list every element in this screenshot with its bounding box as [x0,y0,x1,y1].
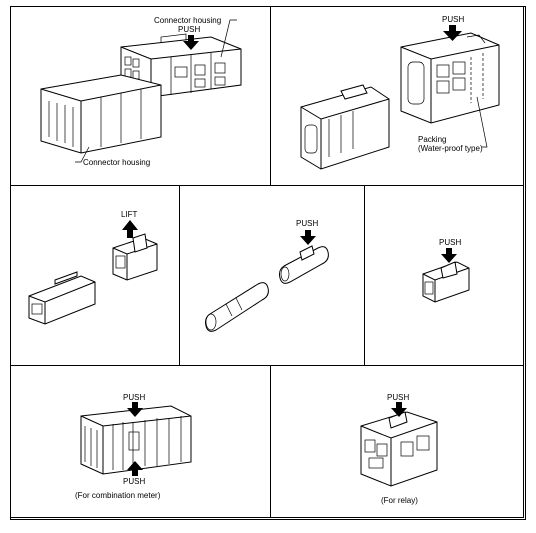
label-water-proof-type: (Water-proof type) [418,144,483,153]
small-connector-housing [422,261,470,303]
combination-meter-connector-drawing [80,402,192,476]
panel-connector-housing: Connector housing PUSH Connector housing [10,6,271,186]
lift-connector-drawing [28,220,158,325]
panel-water-proof-connector: PUSH Packing (Water-proof type) [270,6,524,186]
label-push: PUSH [178,25,201,34]
panel-relay-connector: PUSH (For relay) [270,365,524,518]
label-push: PUSH [387,393,410,402]
lift-arrow [122,220,138,238]
label-push-top: PUSH [123,393,146,402]
label-push: PUSH [439,238,462,247]
relay-connector [360,411,438,487]
label-packing: Packing [418,135,447,144]
label-lift: LIFT [121,210,138,219]
leader-line-packing [476,96,488,148]
round-connector-left [205,282,269,332]
label-push: PUSH [296,219,319,228]
push-arrow [441,248,457,263]
push-arrow-bottom [127,461,143,476]
round-connector-right [279,245,329,284]
lift-connector-housing-right [112,233,158,281]
push-arrow [300,230,316,245]
lift-connector-housing-left [28,271,96,325]
caption-for-relay: (For relay) [381,496,418,505]
water-proof-housing-right [400,32,500,124]
label-push: PUSH [442,15,465,24]
push-arrow [443,25,462,41]
panel-lift-connector: LIFT [10,185,180,366]
push-arrow-top [127,402,143,417]
round-connector-drawing [205,230,329,332]
panel-combination-meter-connector: PUSH PUSH (For combination meter) [10,365,271,518]
water-proof-housing-left [300,84,390,170]
water-proof-connector-drawing [300,25,500,170]
push-arrow [183,35,199,50]
push-arrow [391,402,407,417]
connector-housing-drawing [40,19,242,163]
small-connector-drawing [422,248,470,303]
combination-meter-connector [80,405,192,475]
relay-connector-drawing [360,402,438,487]
panel-round-connector: PUSH [179,185,365,366]
panel-small-connector: PUSH [364,185,524,366]
leader-line-bottom [75,146,90,163]
connector-housing-front [40,74,162,154]
label-connector-housing-top: Connector housing [154,16,222,25]
label-push-bottom: PUSH [123,477,146,486]
caption-for-combination-meter: (For combination meter) [75,491,161,500]
label-connector-housing-bottom: Connector housing [83,158,151,167]
leader-line-top [220,19,237,58]
